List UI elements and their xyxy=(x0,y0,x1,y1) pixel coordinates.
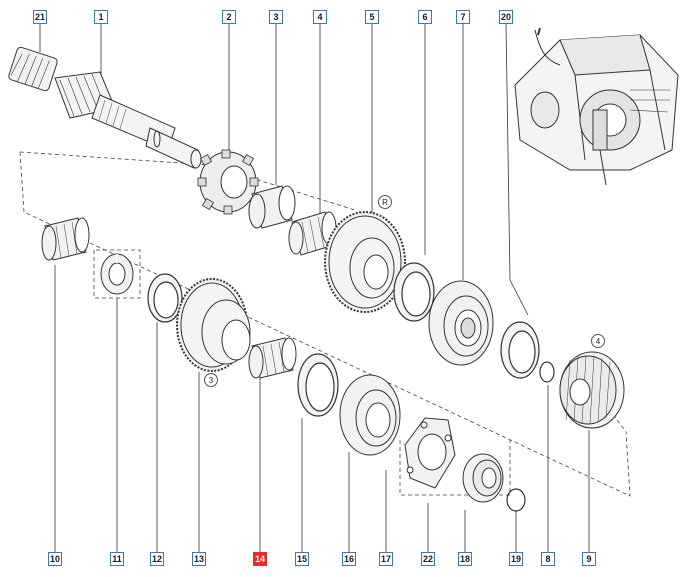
callout-part-13[interactable]: 13 xyxy=(192,552,206,566)
callout-part-7[interactable]: 7 xyxy=(456,10,470,24)
callout-part-2[interactable]: 2 xyxy=(222,10,236,24)
callout-part-10[interactable]: 10 xyxy=(48,552,62,566)
callout-part-22[interactable]: 22 xyxy=(421,552,435,566)
callout-part-8[interactable]: 8 xyxy=(541,552,555,566)
gear-marker-reverse: R xyxy=(378,195,392,209)
callout-part-6[interactable]: 6 xyxy=(418,10,432,24)
callout-part-18[interactable]: 18 xyxy=(458,552,472,566)
callout-part-3[interactable]: 3 xyxy=(269,10,283,24)
callout-part-1[interactable]: 1 xyxy=(94,10,108,24)
callout-part-4[interactable]: 4 xyxy=(313,10,327,24)
callout-part-16[interactable]: 16 xyxy=(342,552,356,566)
callout-part-15[interactable]: 15 xyxy=(295,552,309,566)
callout-part-21[interactable]: 21 xyxy=(33,10,47,24)
callout-part-11[interactable]: 11 xyxy=(110,552,124,566)
callout-part-9[interactable]: 9 xyxy=(582,552,596,566)
callout-part-17[interactable]: 17 xyxy=(379,552,393,566)
gear-marker-third: 3 xyxy=(204,373,218,387)
gear-marker-fourth: 4 xyxy=(591,334,605,348)
callout-part-19[interactable]: 19 xyxy=(509,552,523,566)
callout-part-5[interactable]: 5 xyxy=(365,10,379,24)
callout-part-20[interactable]: 20 xyxy=(499,10,513,24)
callout-part-12[interactable]: 12 xyxy=(150,552,164,566)
callout-part-14-highlighted[interactable]: 14 xyxy=(253,552,267,566)
